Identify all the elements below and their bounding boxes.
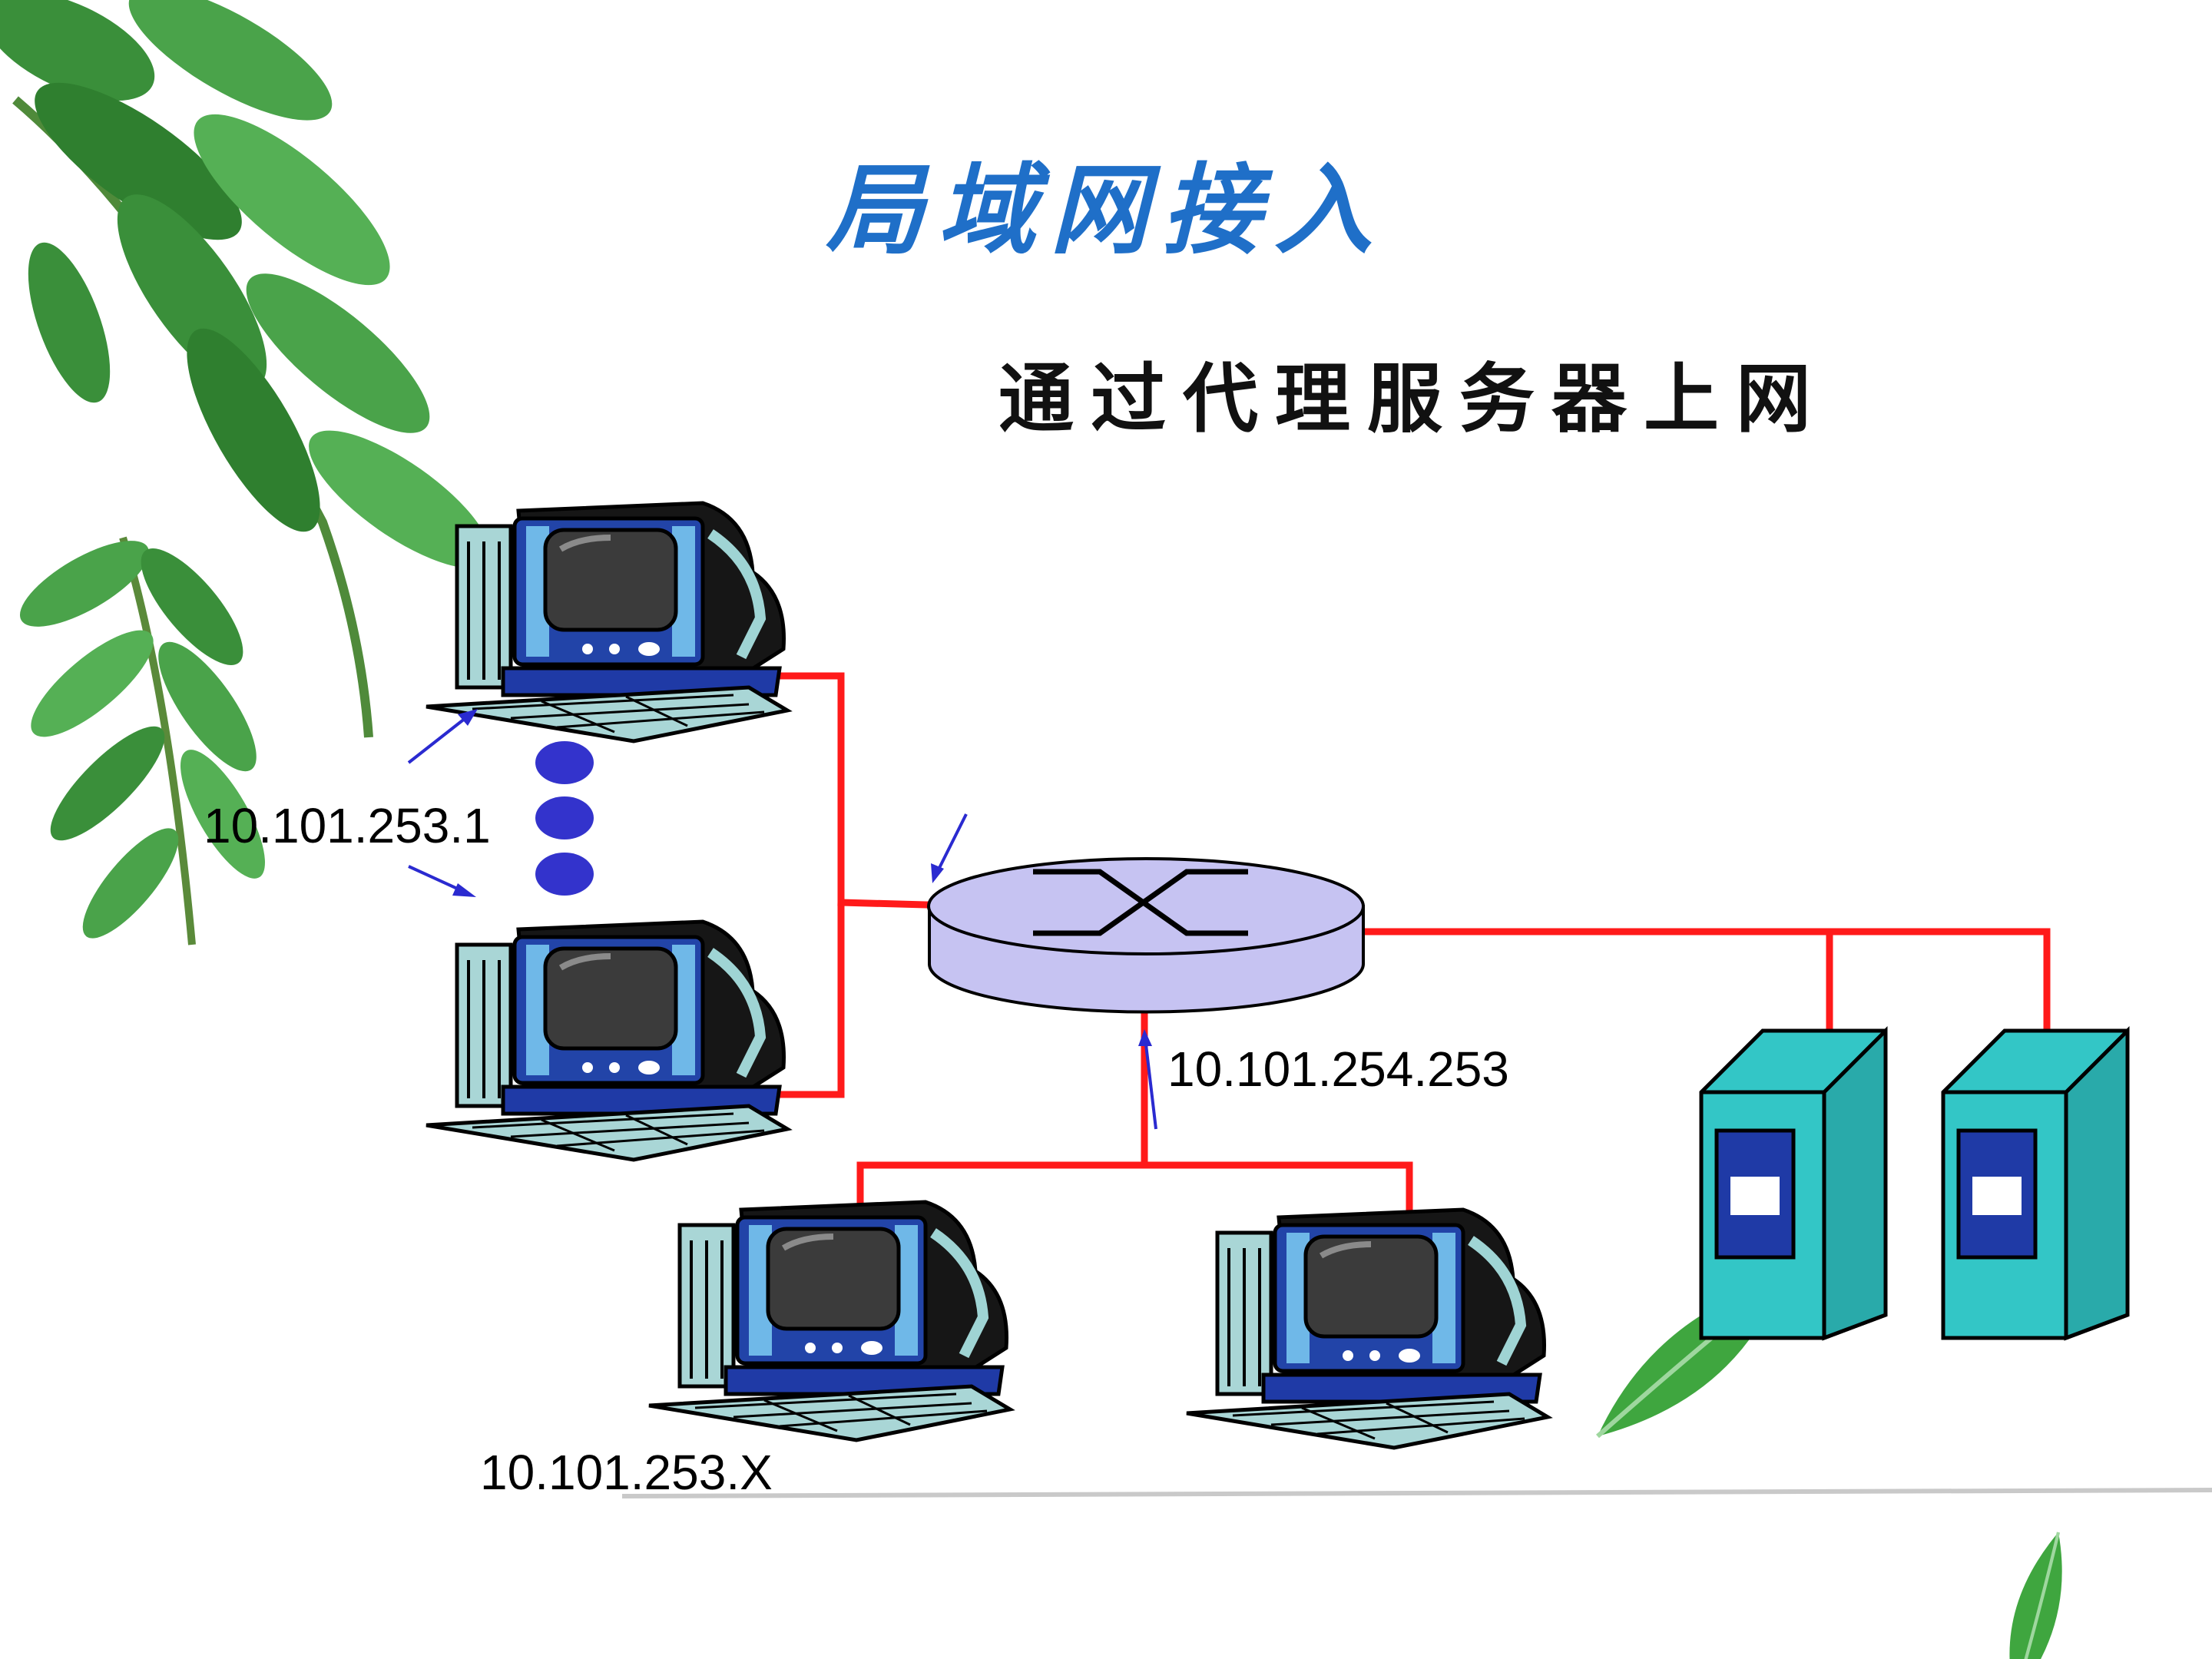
floor-line: [621, 1488, 2212, 1498]
network-cables: [776, 672, 2051, 1216]
desktop-computer-icon: [426, 503, 787, 741]
desktop-computer-icon: [1187, 1210, 1548, 1448]
ip-label-router: 10.101.254.253: [1167, 1041, 1509, 1097]
desktop-computer-icon: [649, 1202, 1010, 1440]
page-title: 局域网接入: [825, 153, 1386, 268]
leaf-bottom-corner: [1952, 1532, 2122, 1659]
page-subtitle: 通过代理服务器上网: [998, 355, 1828, 443]
desktop-computer-icon: [426, 922, 787, 1160]
ellipsis-dots: [535, 741, 594, 896]
server-tower-icon: [1701, 1031, 1886, 1338]
fern-leaf-left: [19, 536, 265, 945]
router-switch-icon: [1033, 869, 1248, 936]
ip-label-bottom-pcs: 10.101.253.X: [480, 1445, 773, 1500]
cable-bottom-pcs: [856, 1161, 1413, 1216]
router: [927, 857, 1365, 1014]
cable-left-pcs: [776, 672, 845, 1098]
fern-leaf-top-left: [0, 0, 490, 738]
server-tower-icon: [1943, 1031, 2128, 1338]
pointer-arrows: [407, 709, 1157, 1130]
ip-label-top-pcs: 10.101.253.1: [204, 798, 491, 853]
cable-left-to-router: [837, 899, 929, 909]
